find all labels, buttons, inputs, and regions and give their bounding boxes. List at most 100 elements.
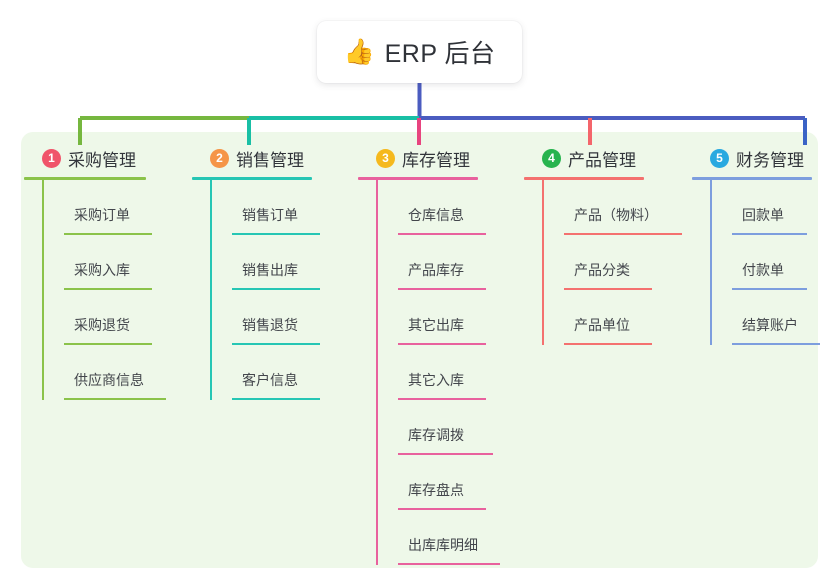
leaf-node[interactable]: 产品单位 [564, 290, 652, 345]
leaf-node-rule [398, 508, 486, 510]
leaf-node-rule [64, 398, 166, 400]
branch-number-badge: 1 [42, 148, 61, 168]
branch-title: 销售管理 [236, 150, 304, 170]
branch-children-list: 销售订单销售出库销售退货客户信息 [210, 180, 320, 400]
leaf-node-rule [398, 453, 493, 455]
leaf-node-label: 回款单 [742, 207, 784, 223]
leaf-node-label: 销售退货 [242, 317, 298, 333]
leaf-node-rule [232, 233, 320, 235]
leaf-node[interactable]: 库存调拨 [398, 400, 493, 455]
leaf-node[interactable]: 其它入库 [398, 345, 486, 400]
branch-children-list: 采购订单采购入库采购退货供应商信息 [42, 180, 166, 400]
branch-column-5: 5 财务管理回款单付款单结算账户 [692, 145, 820, 345]
branch-number-badge: 3 [376, 148, 395, 168]
branch-number-badge: 5 [710, 148, 729, 168]
branch-header-4[interactable]: 4 产品管理 [524, 145, 644, 171]
leaf-node-rule [398, 288, 486, 290]
leaf-node-label: 结算账户 [742, 317, 798, 333]
branch-spine [42, 180, 44, 400]
leaf-node-rule [732, 288, 807, 290]
thumbs-up-icon: 👍 [343, 37, 375, 66]
leaf-node[interactable]: 销售订单 [232, 180, 320, 235]
leaf-node[interactable]: 客户信息 [232, 345, 320, 400]
branch-number-badge: 2 [210, 148, 229, 168]
branch-header-5[interactable]: 5 财务管理 [692, 145, 812, 171]
leaf-node-label: 客户信息 [242, 372, 298, 388]
leaf-node-rule [232, 343, 320, 345]
branch-column-1: 1 采购管理采购订单采购入库采购退货供应商信息 [24, 145, 166, 400]
branch-children-list: 仓库信息产品库存其它出库其它入库库存调拨库存盘点出库库明细 [376, 180, 500, 565]
leaf-node-label: 其它入库 [408, 372, 464, 388]
leaf-node-rule [732, 343, 820, 345]
leaf-node-label: 付款单 [742, 262, 784, 278]
branch-spine [376, 180, 378, 565]
leaf-node-rule [64, 233, 152, 235]
leaf-node-label: 采购订单 [74, 207, 130, 223]
leaf-node[interactable]: 仓库信息 [398, 180, 486, 235]
branch-spine [710, 180, 712, 345]
leaf-node[interactable]: 产品（物料） [564, 180, 682, 235]
branch-column-4: 4 产品管理产品（物料） 产品分类产品单位 [524, 145, 682, 345]
leaf-node[interactable]: 回款单 [732, 180, 812, 235]
leaf-node[interactable]: 产品分类 [564, 235, 652, 290]
leaf-node[interactable]: 库存盘点 [398, 455, 486, 510]
leaf-node-label: 其它出库 [408, 317, 464, 333]
leaf-node-label: 仓库信息 [408, 207, 464, 223]
branch-header-rule [524, 177, 644, 180]
leaf-node-label: 出库库明细 [408, 537, 478, 553]
leaf-node-label: 库存盘点 [408, 482, 464, 498]
leaf-node-label: 产品单位 [574, 317, 630, 333]
leaf-node-label: 库存调拨 [408, 427, 464, 443]
leaf-node-rule [232, 398, 320, 400]
leaf-node-rule [564, 288, 652, 290]
leaf-node[interactable]: 供应商信息 [64, 345, 166, 400]
branch-header-rule [692, 177, 812, 180]
leaf-node[interactable]: 其它出库 [398, 290, 486, 345]
leaf-node[interactable]: 产品库存 [398, 235, 486, 290]
diagram-background-panel [21, 132, 818, 568]
branch-spine [542, 180, 544, 345]
root-node-title: ERP 后台 [384, 40, 496, 68]
leaf-node-label: 采购入库 [74, 262, 130, 278]
leaf-node[interactable]: 结算账户 [732, 290, 820, 345]
branch-header-3[interactable]: 3 库存管理 [358, 145, 478, 171]
branch-title: 财务管理 [736, 150, 804, 170]
branch-spine [210, 180, 212, 400]
branch-title: 库存管理 [402, 150, 470, 170]
branch-header-rule [24, 177, 146, 180]
leaf-node-label: 产品库存 [408, 262, 464, 278]
leaf-node-label: 供应商信息 [74, 372, 144, 388]
branch-title: 采购管理 [68, 150, 136, 170]
leaf-node-rule [398, 563, 500, 565]
leaf-node-label: 采购退货 [74, 317, 130, 333]
root-node-card[interactable]: 👍 ERP 后台 [317, 21, 522, 83]
branch-header-2[interactable]: 2 销售管理 [192, 145, 312, 171]
leaf-node-rule [232, 288, 320, 290]
leaf-node-label: 产品分类 [574, 262, 630, 278]
leaf-node[interactable]: 销售出库 [232, 235, 320, 290]
leaf-node[interactable]: 销售退货 [232, 290, 320, 345]
branch-children-list: 回款单付款单结算账户 [710, 180, 820, 345]
leaf-node[interactable]: 出库库明细 [398, 510, 500, 565]
leaf-node[interactable]: 采购退货 [64, 290, 152, 345]
branch-title: 产品管理 [568, 150, 636, 170]
leaf-node[interactable]: 付款单 [732, 235, 812, 290]
leaf-node-rule [564, 343, 652, 345]
branch-column-3: 3 库存管理仓库信息产品库存其它出库其它入库库存调拨库存盘点出库库明细 [358, 145, 500, 565]
leaf-node-label: 销售出库 [242, 262, 298, 278]
leaf-node-label: 产品（物料） [574, 207, 658, 223]
leaf-node-rule [64, 288, 152, 290]
leaf-node-rule [398, 233, 486, 235]
leaf-node[interactable]: 采购入库 [64, 235, 152, 290]
leaf-node-rule [64, 343, 152, 345]
branch-header-rule [358, 177, 478, 180]
leaf-node-label: 销售订单 [242, 207, 298, 223]
leaf-node[interactable]: 采购订单 [64, 180, 152, 235]
branch-number-badge: 4 [542, 148, 561, 168]
leaf-node-rule [398, 343, 486, 345]
leaf-node-rule [732, 233, 807, 235]
leaf-node-rule [398, 398, 486, 400]
branch-header-rule [192, 177, 312, 180]
branch-header-1[interactable]: 1 采购管理 [24, 145, 146, 171]
